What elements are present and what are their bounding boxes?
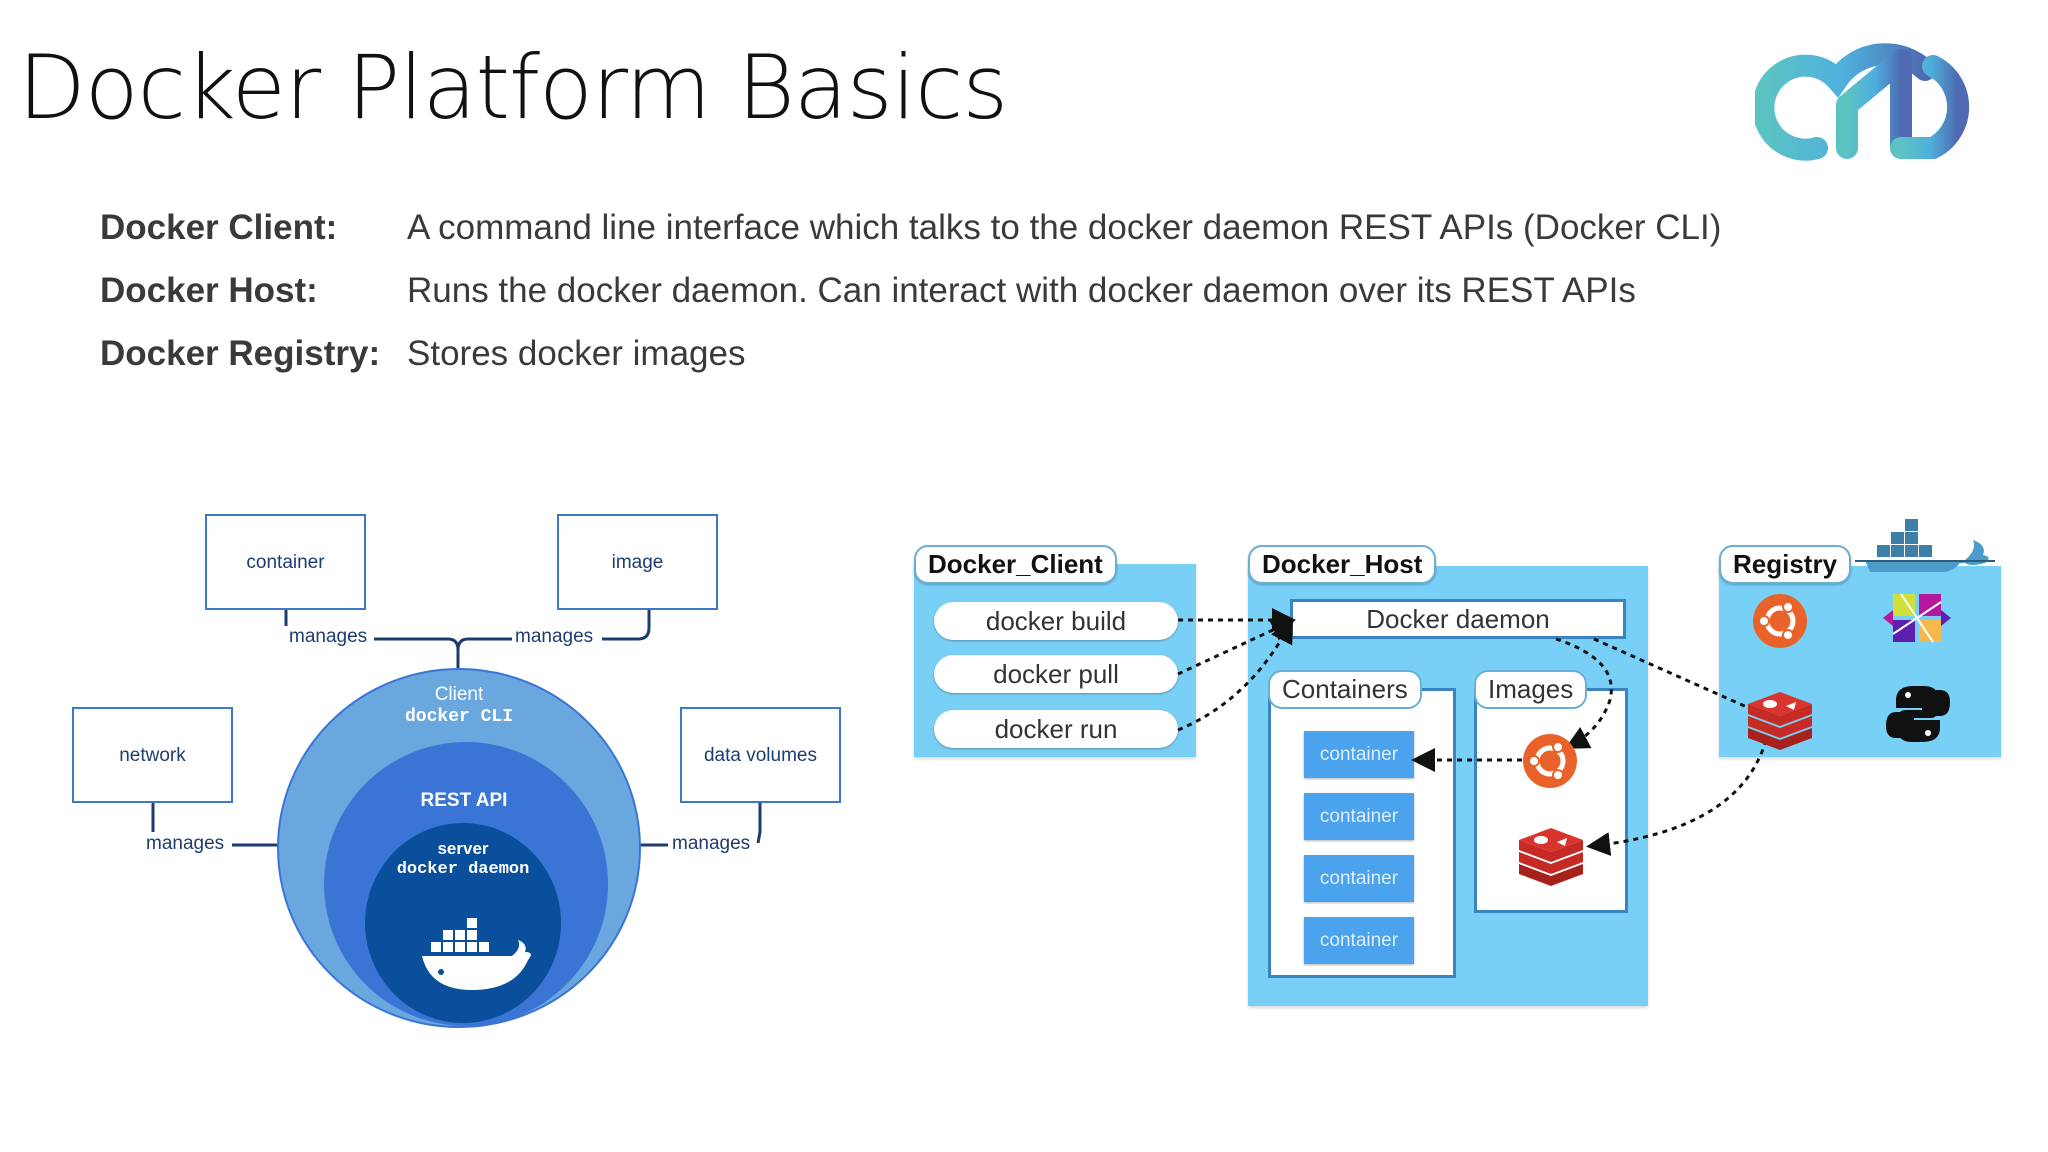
pull-arrow bbox=[1177, 618, 1296, 676]
slide-title: Docker Platform Basics bbox=[18, 36, 1008, 139]
manages-label: manages bbox=[672, 833, 751, 854]
server-layer-title: server bbox=[437, 839, 489, 858]
definition-term: Docker Registry: bbox=[100, 334, 381, 373]
container-entity-label: container bbox=[246, 552, 325, 573]
definition-term: Docker Client: bbox=[100, 208, 338, 247]
docker-build-command: docker build bbox=[934, 602, 1178, 640]
registry-title: Registry bbox=[1719, 545, 1852, 584]
python-icon bbox=[1886, 686, 1950, 742]
docker-engine-layers bbox=[277, 668, 641, 1028]
docker-client-title: Docker_Client bbox=[914, 545, 1117, 584]
definition-description: A command line interface which talks to … bbox=[407, 208, 1722, 247]
manages-label: manages bbox=[515, 626, 594, 647]
image-entity-label: image bbox=[611, 552, 664, 573]
images-box bbox=[1474, 688, 1628, 913]
docker-host-title: Docker_Host bbox=[1248, 545, 1437, 584]
client-layer-title: Client bbox=[434, 684, 484, 705]
docker-whale-icon bbox=[1855, 519, 1995, 572]
docker-run-command: docker run bbox=[934, 710, 1178, 748]
run-arrow bbox=[1177, 618, 1293, 732]
architecture-diagram: Client docker CLI REST API server docker… bbox=[0, 0, 900, 1100]
containers-title: Containers bbox=[1268, 670, 1422, 709]
redis-image-icon bbox=[1519, 828, 1583, 886]
container-item: container bbox=[1304, 731, 1414, 778]
connector-lines bbox=[151, 610, 762, 847]
definition-description: Runs the docker daemon. Can interact wit… bbox=[407, 271, 1636, 310]
client-layer-subtitle: docker CLI bbox=[404, 707, 514, 727]
daemon-to-image-arrow bbox=[1555, 637, 1613, 749]
network-entity-label: network bbox=[119, 745, 186, 766]
network-entity-box: network bbox=[72, 707, 233, 803]
server-layer-subtitle: docker daemon bbox=[396, 860, 530, 879]
container-item: container bbox=[1304, 917, 1414, 964]
registry-ubuntu-icon bbox=[1753, 594, 1807, 648]
flow-icons-and-arrows bbox=[1177, 519, 1995, 886]
definition-description: Stores docker images bbox=[407, 334, 746, 373]
data-volumes-entity-box: data volumes bbox=[680, 707, 841, 803]
image-manages-line bbox=[456, 637, 512, 651]
registry-to-image-arrow bbox=[1586, 739, 1768, 856]
docker-flow-diagram: Docker_Client docker build docker pull d… bbox=[914, 519, 2001, 1006]
images-title: Images bbox=[1474, 670, 1588, 709]
docker-whale-icon bbox=[422, 918, 531, 990]
image-connector bbox=[602, 610, 651, 641]
registry-redis-icon bbox=[1748, 692, 1812, 750]
data-volumes-connector bbox=[756, 802, 762, 844]
manages-label: manages bbox=[146, 833, 225, 854]
daemon-to-registry-line bbox=[1593, 637, 1777, 722]
image-entity-box: image bbox=[557, 514, 718, 610]
docker-daemon-box: Docker daemon bbox=[1290, 599, 1626, 639]
rest-api-label: REST API bbox=[420, 790, 508, 811]
container-entity-box: container bbox=[205, 514, 366, 610]
manages-label: manages bbox=[289, 626, 368, 647]
docker-pull-command: docker pull bbox=[934, 655, 1178, 693]
data-volumes-entity-label: data volumes bbox=[703, 745, 817, 766]
ubuntu-image-icon bbox=[1523, 734, 1577, 788]
container-item: container bbox=[1304, 793, 1414, 840]
container-item: container bbox=[1304, 855, 1414, 902]
definition-term: Docker Host: bbox=[100, 271, 318, 310]
cmd-cloud-logo-icon bbox=[1755, 43, 1970, 161]
centos-icon bbox=[1883, 593, 1951, 643]
